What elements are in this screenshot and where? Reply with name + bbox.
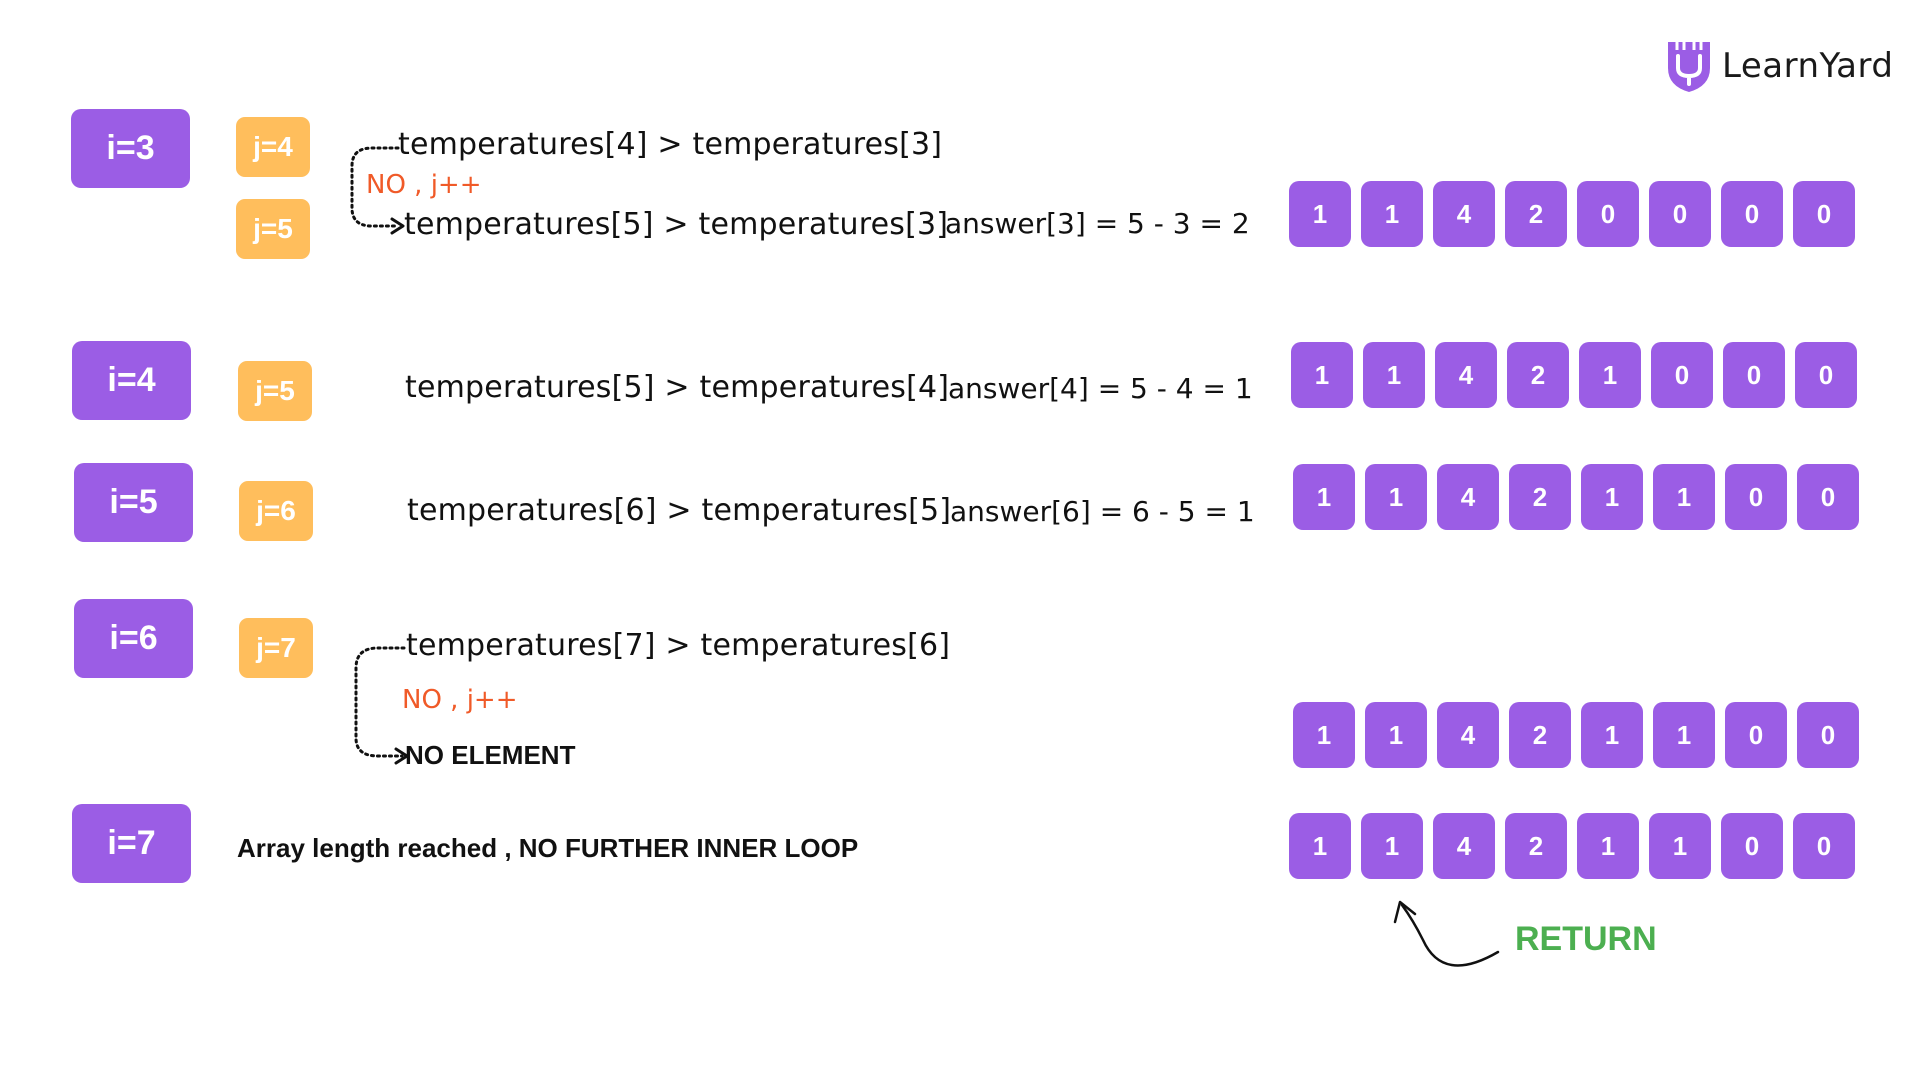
comparison-text: temperatures[7] > temperatures[6] [406,628,951,663]
return-label: RETURN [1515,920,1657,958]
array-cell: 1 [1365,702,1427,768]
dotted-bracket-arrow [354,646,406,758]
array-cell: 0 [1721,181,1783,247]
array-cell: 1 [1363,342,1425,408]
learnyard-logo-icon [1668,42,1710,92]
array-cell: 1 [1649,813,1711,879]
array-cell: 1 [1293,464,1355,530]
array-cell: 1 [1581,464,1643,530]
array-cell: 2 [1509,464,1571,530]
array-cell: 0 [1795,342,1857,408]
array-cell: 0 [1725,702,1787,768]
array-cell: 1 [1653,464,1715,530]
array-cell: 0 [1651,342,1713,408]
array-cell: 1 [1581,702,1643,768]
answer-text: answer[3] = 5 - 3 = 2 [945,207,1250,240]
arrowhead-icon [1393,900,1417,924]
array-cell: 1 [1365,464,1427,530]
j-badge: j=5 [238,361,312,421]
array-cell: 2 [1509,702,1571,768]
array-cell: 1 [1579,342,1641,408]
arrowhead-icon [390,217,405,235]
array-end-note: Array length reached , NO FURTHER INNER … [237,833,859,863]
array-cell: 2 [1505,813,1567,879]
array-cell: 1 [1653,702,1715,768]
answer-text: answer[6] = 6 - 5 = 1 [950,495,1255,528]
array-cell: 0 [1725,464,1787,530]
array-cell: 4 [1433,813,1495,879]
array-cell: 0 [1721,813,1783,879]
dotted-bracket-arrow [350,146,400,228]
comparison-text: temperatures[5] > temperatures[4] [405,370,950,405]
i-badge: i=3 [71,109,190,188]
array-cell: 0 [1793,813,1855,879]
array-cell: 1 [1361,813,1423,879]
array-cell: 0 [1797,702,1859,768]
no-increment-note: NO , j++ [366,170,482,200]
i-badge: i=4 [72,341,191,420]
array-cell: 0 [1793,181,1855,247]
arrowhead-icon [394,747,409,765]
no-increment-note: NO , j++ [402,685,518,715]
comparison-text: temperatures[4] > temperatures[3] [398,127,943,162]
i-badge: i=7 [72,804,191,883]
comparison-text: temperatures[6] > temperatures[5] [407,493,952,528]
array-cell: 2 [1505,181,1567,247]
j-badge: j=6 [239,481,313,541]
array-cell: 4 [1433,181,1495,247]
i-badge: i=5 [74,463,193,542]
array-cell: 1 [1577,813,1639,879]
array-cell: 4 [1435,342,1497,408]
array-cell: 1 [1289,813,1351,879]
j-badge: j=7 [239,618,313,678]
array-cell: 1 [1361,181,1423,247]
array-cell: 1 [1289,181,1351,247]
answer-text: answer[4] = 5 - 4 = 1 [948,372,1253,405]
array-cell: 4 [1437,464,1499,530]
array-cell: 1 [1291,342,1353,408]
array-cell: 1 [1293,702,1355,768]
array-cell: 0 [1797,464,1859,530]
no-element-text: NO ELEMENT [405,740,576,770]
array-cell: 4 [1437,702,1499,768]
comparison-text: temperatures[5] > temperatures[3] [404,207,949,242]
array-cell: 0 [1577,181,1639,247]
array-cell: 2 [1507,342,1569,408]
array-cell: 0 [1723,342,1785,408]
j-badge: j=5 [236,199,310,259]
array-cell: 0 [1649,181,1711,247]
logo-text: LearnYard [1722,46,1894,86]
j-badge: j=4 [236,117,310,177]
i-badge: i=6 [74,599,193,678]
return-curved-arrow [1400,903,1500,967]
